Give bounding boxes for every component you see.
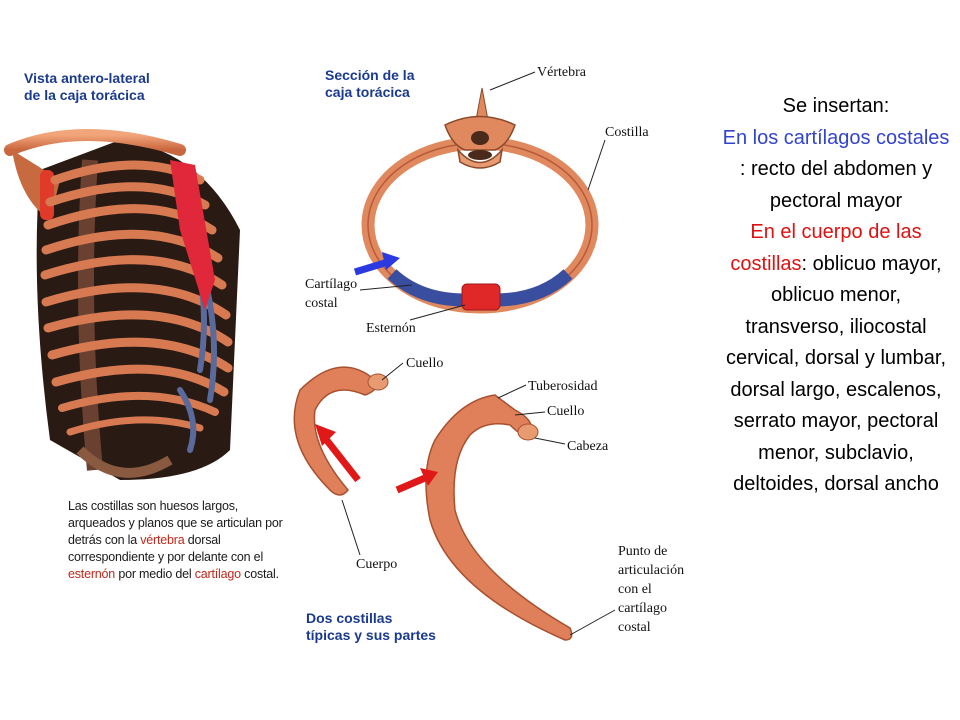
rib-red-arrow-right bbox=[395, 468, 438, 494]
section-blue-arrow bbox=[353, 252, 400, 276]
desc-text-4: costal. bbox=[240, 567, 279, 581]
insertion-cartilage-muscles: : recto del abdomen y pectoral mayor bbox=[739, 158, 933, 212]
label-cuello-left: Cuello bbox=[406, 356, 444, 371]
ribcage-title-line1: Vista antero-lateral bbox=[24, 70, 150, 86]
label-cuello-right: Cuello bbox=[547, 404, 585, 419]
label-punto-line4: cartílago bbox=[618, 601, 667, 616]
label-vertebra: Vértebra bbox=[537, 65, 586, 80]
ribs-title-line1: Dos costillas bbox=[306, 610, 393, 626]
shoulder-muscle bbox=[40, 170, 54, 220]
label-cuerpo: Cuerpo bbox=[356, 557, 398, 572]
small-rib bbox=[293, 366, 377, 496]
ribcage-illustration bbox=[4, 129, 240, 480]
insertion-cartilage-heading: En los cartílagos costales bbox=[722, 126, 950, 149]
insertion-body-muscles: : oblicuo mayor, oblicuo menor, transver… bbox=[725, 252, 947, 496]
large-rib bbox=[425, 394, 573, 641]
clavicle bbox=[4, 129, 186, 156]
thoracic-section-illustration bbox=[353, 71, 606, 321]
desc-link-cartilago[interactable]: cartílago bbox=[194, 567, 241, 581]
rib-red-arrow-left bbox=[315, 424, 361, 483]
section-title-line2: caja torácica bbox=[325, 84, 410, 100]
label-punto-line5: costal bbox=[618, 620, 651, 635]
desc-text-3: por medio del bbox=[115, 567, 195, 581]
lower-spine bbox=[76, 446, 173, 478]
desc-link-esternon[interactable]: esternón bbox=[68, 567, 116, 581]
label-tuberosidad: Tuberosidad bbox=[528, 379, 598, 394]
label-esternon: Esternón bbox=[366, 321, 416, 336]
insertion-intro: Se insertan: bbox=[782, 95, 890, 117]
label-punto-line3: con el bbox=[618, 582, 652, 597]
sternum-muscle bbox=[170, 160, 215, 310]
label-costilla: Costilla bbox=[605, 125, 649, 140]
label-punto-line2: articulación bbox=[618, 563, 685, 578]
label-punto-line1: Punto de bbox=[618, 544, 668, 559]
label-cabeza: Cabeza bbox=[567, 439, 609, 454]
section-cartilage-left bbox=[387, 269, 466, 307]
section-title-line1: Sección de la bbox=[325, 67, 415, 83]
two-ribs-illustration bbox=[293, 362, 616, 641]
ribs-title-line2: típicas y sus partes bbox=[306, 627, 436, 643]
ribs-description: Las costillas son huesos largos, arquead… bbox=[68, 498, 288, 583]
section-sternum bbox=[461, 283, 501, 311]
label-cartilago-line2: costal bbox=[305, 296, 338, 311]
section-vertebra bbox=[444, 87, 516, 169]
insertion-body-heading: En el cuerpo de las costillas bbox=[730, 221, 922, 275]
desc-text-1: Las costillas son huesos largos, arquead… bbox=[68, 499, 283, 547]
section-cartilage-right bbox=[494, 269, 573, 307]
desc-text-2: dorsal correspondiente y por delante con… bbox=[68, 533, 264, 564]
label-cartilago-line1: Cartílago bbox=[305, 277, 358, 292]
insertion-text: Se insertan: En los cartílagos costales … bbox=[720, 91, 952, 501]
ribcage-title-line2: de la caja torácica bbox=[24, 87, 145, 103]
desc-link-vertebra[interactable]: vértebra bbox=[140, 533, 185, 547]
